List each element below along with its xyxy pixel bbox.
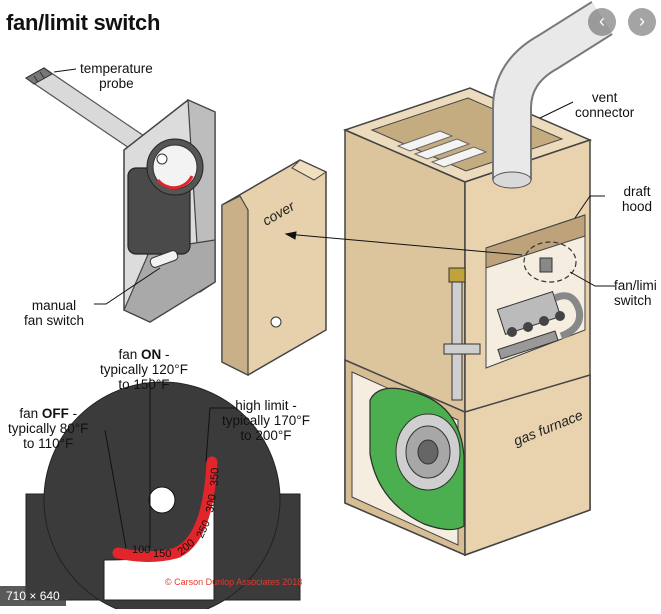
cover-illustration (221, 159, 328, 376)
next-image-button[interactable]: › (628, 8, 656, 36)
label-strong: OFF (41, 406, 69, 421)
label-line: draft (623, 184, 651, 199)
image-size-badge: 710 × 640 (0, 586, 66, 606)
label-line: vent (591, 90, 618, 105)
vent-connector-label: vent connector (575, 90, 634, 120)
draft-hood-label: draft hood (622, 184, 652, 214)
prev-image-button[interactable]: ‹ (588, 8, 616, 36)
label-line: switch (614, 293, 652, 308)
vent-connector-illustration (492, 1, 613, 189)
leader-lines (53, 68, 615, 549)
temperature-probe-label: temperature probe (80, 61, 153, 91)
dial-tick-label: 100 (132, 544, 150, 556)
chevron-right-icon: › (639, 11, 645, 31)
dial-tick-label: 300 (204, 493, 219, 513)
label-line: typically 80°F (8, 421, 89, 436)
label-line: typically 120°F (100, 362, 188, 377)
temperature-probe-illustration (24, 67, 152, 151)
label-prefix: fan (118, 347, 141, 362)
label-line: manual (31, 298, 77, 313)
dial-tick-label: 350 (209, 468, 222, 487)
burner-assembly (496, 291, 584, 360)
fan-off-label: fan OFF - typically 80°F to 110°F (8, 406, 88, 451)
label-prefix: fan (19, 406, 42, 421)
label-line: typically 170°F (222, 413, 310, 428)
label-line: to 110°F (23, 436, 74, 451)
label-strong: ON (140, 347, 162, 362)
fan-limit-switch-label: fan/limi switch (614, 278, 657, 308)
switch-body (127, 138, 204, 268)
fan-limit-switch-on-furnace (539, 257, 553, 273)
large-dial-illustration (25, 381, 301, 614)
label-line: fan/limi (614, 278, 657, 293)
page-title: fan/limit switch (6, 10, 161, 35)
high-limit-label: high limit - typically 170°F to 200°F (222, 398, 310, 443)
label-suffix: - (161, 347, 170, 362)
fan-on-heading: fan ON - (100, 347, 188, 362)
chevron-left-icon: ‹ (599, 11, 605, 31)
copyright-credit: © Carson Dunlop Associates 2018 (165, 577, 303, 587)
dial-tick-label: 150 (153, 548, 171, 560)
label-suffix: - (68, 406, 78, 421)
label-line: high limit - (235, 398, 297, 413)
label-line: probe (99, 76, 134, 91)
gas-pipe (443, 267, 481, 401)
label-line: connector (575, 105, 635, 120)
manual-fan-switch-label: manual fan switch (24, 298, 84, 328)
furnace-illustration (342, 87, 593, 557)
label-line: to 200°F (240, 428, 292, 443)
label-line: temperature (80, 61, 153, 76)
label-line: hood (622, 199, 653, 214)
fan-on-label: fan ON - typically 120°F to 150°F (100, 347, 188, 392)
fan-off-heading: fan OFF - (8, 406, 88, 421)
blower-fan (369, 387, 465, 531)
label-line: to 150°F (118, 377, 170, 392)
label-line: fan switch (24, 313, 85, 328)
